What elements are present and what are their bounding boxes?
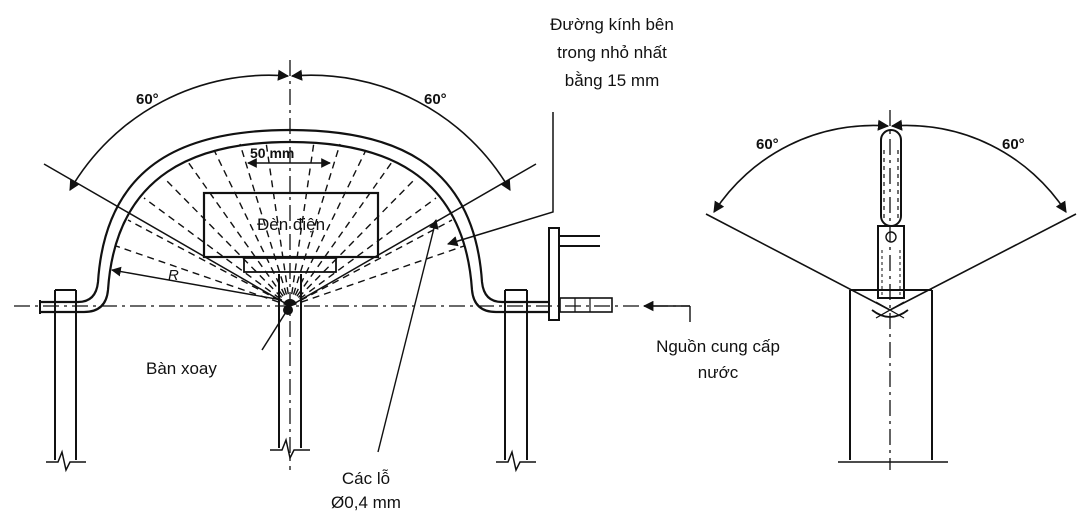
- dimension-50mm-label: 50 mm: [250, 145, 294, 161]
- lamp-base: [243, 257, 337, 273]
- lamp-label: Đèn điện: [257, 215, 325, 234]
- angle-label-right-2: 60°: [1002, 136, 1025, 153]
- angle-label-right-1: 60°: [756, 136, 779, 153]
- pivot-label: Bàn xoay: [146, 359, 217, 378]
- pivot-leader: [261, 311, 287, 351]
- right-angle-arc-right: [890, 119, 1067, 213]
- angle-arc-right: [290, 69, 511, 191]
- angle-label-left-2: 60°: [424, 91, 447, 108]
- radius-arrow: [111, 266, 283, 301]
- water-supply-label-line1: Nguồn cung cấp: [656, 337, 780, 356]
- right-fan-left: [705, 213, 891, 311]
- water-supply-label-line2: nước: [698, 363, 739, 382]
- left-view: [14, 60, 691, 473]
- angle-arc-left: [69, 69, 290, 191]
- water-supply-fitting: [548, 227, 613, 321]
- oscillating-tube-outer: [40, 128, 548, 304]
- inner-diameter-label-line2: trong nhỏ nhất: [557, 43, 667, 62]
- lamp-box: [202, 191, 380, 259]
- right-pedestal: [838, 289, 948, 463]
- center-pedestal: [270, 274, 310, 461]
- inner-diameter-leader: [446, 112, 554, 247]
- right-support-post: [496, 289, 536, 473]
- oscillating-tube-inner: [40, 140, 548, 314]
- holes-label-line2: Ø0,4 mm: [331, 493, 401, 512]
- right-view: [705, 110, 1077, 470]
- right-angle-arc-left: [713, 119, 890, 213]
- left-support-post: [46, 289, 86, 473]
- holes-leader: [377, 219, 439, 453]
- right-lamp-holder: [877, 225, 905, 299]
- pivot-point: [283, 305, 293, 315]
- radius-label: R: [168, 267, 179, 284]
- inner-diameter-label-line3: bằng 15 mm: [565, 71, 660, 90]
- inner-diameter-label-line1: Đường kính bên: [550, 15, 674, 34]
- holes-label-line1: Các lỗ: [342, 469, 390, 488]
- right-fan-right: [889, 213, 1077, 311]
- angle-label-left-1: 60°: [136, 91, 159, 108]
